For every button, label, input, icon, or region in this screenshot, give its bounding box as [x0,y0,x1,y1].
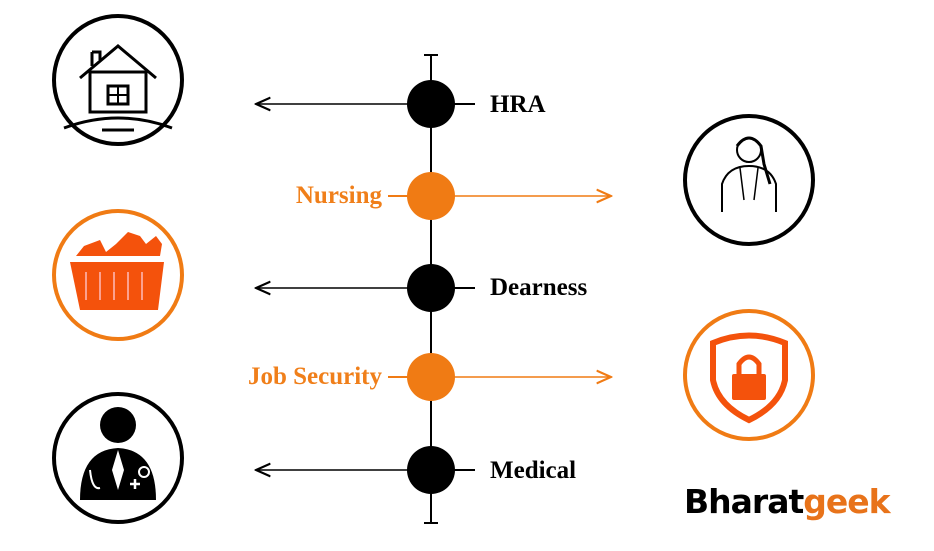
node-medical [407,446,455,494]
doctor-icon [52,392,184,524]
label-medical: Medical [490,457,577,484]
house-icon [52,14,184,146]
label-hra: HRA [490,91,546,118]
node-dearness [407,264,455,312]
node-hra [407,80,455,128]
bharatgeek-logo: Bharatgeek [684,482,891,521]
logo-part-bharat: Bharat [684,482,804,521]
label-dearness: Dearness [490,274,588,301]
label-job-security: Job Security [247,363,382,390]
node-nursing [407,172,455,220]
grocery-basket-icon [52,209,184,341]
logo-part-geek: geek [803,482,890,521]
security-lock-icon [683,309,815,441]
nurse-icon [683,114,815,246]
node-job-security [407,353,455,401]
label-nursing: Nursing [295,182,382,209]
